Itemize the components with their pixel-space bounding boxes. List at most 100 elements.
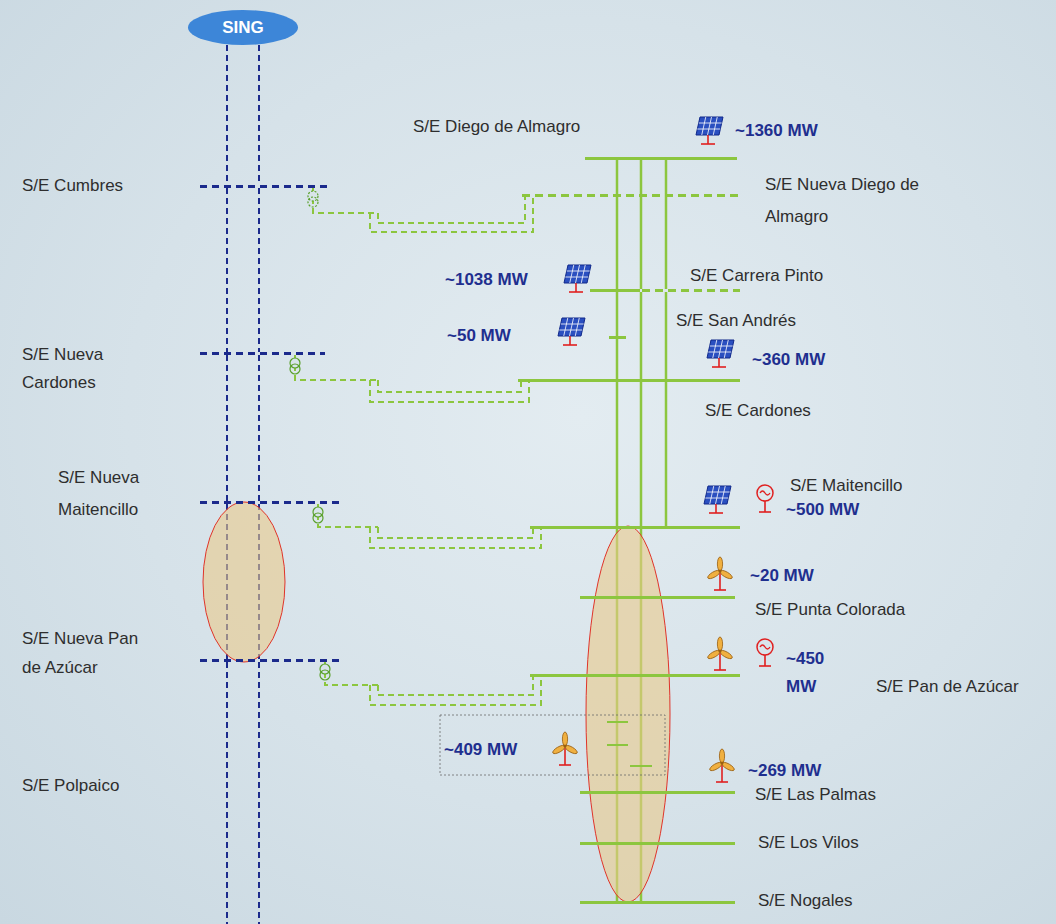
transformer-symbol [308, 191, 318, 207]
line-segment [370, 527, 541, 548]
capacity-label: ~20 MW [750, 566, 814, 586]
system-name: SING [188, 10, 298, 45]
transformer-symbol [313, 507, 323, 523]
line-segment [640, 382, 643, 526]
transmission-line [617, 160, 666, 289]
substation-busbar: S/E Nueva Cardones [200, 352, 325, 355]
substation-busbar: S/E Los Vilos [580, 842, 735, 845]
generator-icon [757, 485, 773, 512]
transmission-line [313, 188, 533, 232]
substation-name: S/E Nueva Maitencillo [58, 462, 158, 526]
wind-turbine-icon [707, 557, 734, 590]
substation-busbar: S/E Las Palmas [580, 791, 735, 794]
capacity-label: ~500 MW [786, 500, 859, 520]
highlight-ellipse [203, 502, 285, 662]
line-segment [258, 45, 260, 185]
substation-name: S/E Cumbres [22, 176, 123, 196]
line-segment [378, 527, 533, 538]
capacity-label: ~269 MW [748, 761, 821, 781]
line-segment [258, 188, 260, 352]
transmission-line [325, 662, 541, 705]
substation-name: S/E Los Vilos [758, 833, 859, 853]
solar-icon [564, 265, 591, 292]
solar-icon [558, 318, 585, 345]
substation-name: S/E Diego de Almagro [413, 117, 580, 137]
line-segment [665, 160, 668, 289]
sing-line [258, 662, 260, 924]
tap-stub [630, 765, 652, 767]
capacity-label: ~50 MW [447, 326, 511, 346]
line-segment [616, 292, 619, 336]
transformer-symbol [290, 358, 300, 374]
line-segment [325, 662, 378, 685]
substation-busbar: S/E Punta Colorada [580, 596, 735, 599]
line-segment [370, 380, 529, 402]
substation-label: S/E Polpaico [22, 776, 119, 796]
substation-name: S/E Nueva Diego de Almagro [765, 169, 950, 233]
line-segment [378, 380, 521, 392]
line-segment [258, 355, 260, 501]
substation-busbar: S/E Diego de Almagro [585, 157, 737, 160]
capacity-label: ~360 MW [752, 350, 825, 370]
substation-name: S/E Cardones [705, 401, 811, 421]
substation-busbar: S/E Nueva Pan de Azúcar [200, 659, 343, 662]
line-segment [313, 188, 378, 213]
line-segment [295, 355, 378, 380]
line-segment [370, 677, 541, 705]
substation-busbar: S/E Pan de Azúcar [530, 674, 740, 677]
capacity-label: ~450 MW [786, 645, 838, 701]
line-segment [378, 197, 525, 223]
line-segment [226, 45, 228, 185]
line-segment [226, 188, 228, 352]
solar-icon [704, 486, 731, 513]
transformer-symbol [320, 664, 330, 680]
transmission-line [227, 45, 259, 185]
substation-busbar: S/E Maitencillo [530, 526, 740, 529]
substation-busbar: S/E Carrera Pinto [590, 289, 740, 292]
line-segment [665, 292, 668, 379]
generator-icon [757, 639, 773, 666]
line-segment [616, 160, 619, 289]
system-ellipse: SING [188, 10, 298, 45]
transmission-line [617, 339, 618, 379]
transmission-line [227, 355, 259, 501]
substation-name: S/E San Andrés [676, 311, 796, 331]
line-segment [226, 355, 228, 501]
line-segment [370, 197, 533, 232]
transmission-line [227, 188, 259, 352]
transmission-line [617, 292, 618, 336]
solar-icon [696, 117, 723, 144]
line-segment [318, 504, 378, 527]
substation-name: S/E Las Palmas [755, 785, 876, 805]
substation-name: S/E Maitencillo [790, 476, 902, 496]
substation-busbar: S/E Cardones [518, 379, 740, 382]
line-segment [616, 382, 619, 526]
transmission-line [318, 504, 541, 548]
tap-stub [607, 744, 628, 746]
wind-turbine-icon [552, 732, 579, 765]
line-segment [640, 292, 643, 379]
substation-name: S/E Nueva Pan de Azúcar [22, 624, 145, 682]
substation-busbar: S/E Nueva Diego de Almagro [522, 194, 740, 197]
line-segment [616, 339, 619, 379]
transmission-line [617, 382, 666, 526]
substation-busbar: S/E Cumbres [200, 185, 330, 188]
substation-busbar: S/E San Andrés [609, 336, 626, 339]
capacity-label: ~1038 MW [445, 270, 528, 290]
capacity-label: ~1360 MW [735, 121, 818, 141]
transmission-line [641, 292, 666, 379]
substation-name: S/E Pan de Azúcar [876, 677, 1019, 697]
tap-stub [607, 721, 628, 723]
substation-name: S/E Nueva Cardones [22, 341, 122, 397]
line-segment [378, 677, 533, 695]
substation-name: S/E Carrera Pinto [690, 266, 823, 286]
wind-turbine-icon [707, 637, 734, 670]
sing-line [226, 662, 228, 924]
line-segment [665, 382, 668, 526]
dotted-frame [440, 715, 665, 775]
substation-name: S/E Punta Colorada [755, 600, 905, 620]
